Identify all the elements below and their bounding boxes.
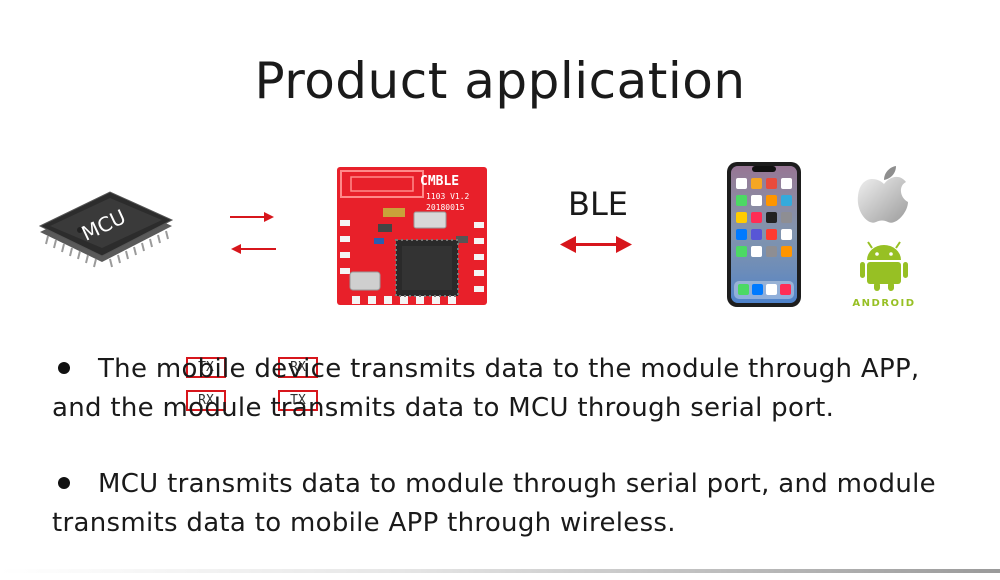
application-diagram: MCU CMBLE 1103 V1.2 20180015 [0, 150, 1000, 320]
ble-label: BLE [568, 185, 628, 223]
ble-double-arrow [560, 236, 632, 253]
bullet-text: The mobile device transmits data to the … [52, 354, 920, 423]
bullet-item: MCU transmits data to module through ser… [52, 465, 972, 543]
module-version: 1103 V1.2 [426, 192, 470, 201]
diagram-graphics: MCU CMBLE 1103 V1.2 20180015 [0, 150, 1000, 320]
ble-module: CMBLE 1103 V1.2 20180015 [337, 167, 487, 305]
apple-logo-icon [858, 166, 908, 223]
android-wordmark: ANDROID [852, 298, 915, 309]
bullet-text: MCU transmits data to module through ser… [52, 469, 936, 538]
module-date: 20180015 [426, 203, 465, 212]
bullet-item: The mobile device transmits data to the … [52, 350, 972, 428]
description-list: The mobile device transmits data to the … [52, 350, 972, 580]
bottom-divider [0, 569, 1000, 573]
smartphone-icon [727, 162, 801, 307]
bullet-dot-icon [58, 362, 70, 374]
android-logo-icon [860, 242, 908, 291]
page-title: Product application [0, 52, 1000, 110]
bullet-dot-icon [58, 477, 70, 489]
serial-arrows [230, 212, 276, 254]
module-name: CMBLE [420, 174, 459, 189]
